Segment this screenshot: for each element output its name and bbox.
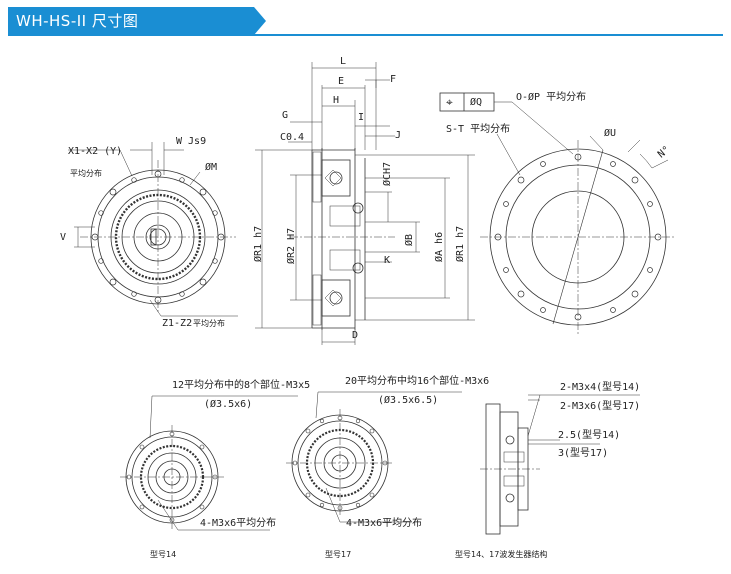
u-label: ØU [604, 128, 617, 139]
wave-generator-side-view [480, 394, 640, 535]
z-label: Z1-Z2 [162, 318, 193, 329]
side-note3: 2.5(型号14) [558, 430, 621, 441]
x1x2-note: 平均分布 [70, 169, 102, 178]
dim-d: D [352, 330, 359, 341]
x1x2-label: X1-X2 (Y) [68, 146, 123, 157]
model17-view [286, 391, 462, 523]
dim-r2: ØR2 H7 [286, 227, 297, 264]
st-label: S-T 平均分布 [446, 124, 511, 135]
dim-j: J [395, 130, 402, 141]
dim-l: L [340, 56, 347, 67]
right-r1-label: ØR1 h7 [455, 225, 466, 262]
m-label: ØM [205, 162, 218, 173]
side-note4: 3(型号17) [558, 448, 609, 459]
op-label: O-ØP 平均分布 [516, 92, 587, 103]
model14-caption: 型号14 [150, 550, 177, 559]
dim-i: I [358, 112, 365, 123]
dim-ch7: ØCH7 [382, 161, 393, 186]
section-view [255, 62, 475, 345]
dim-f: F [390, 74, 397, 85]
model17-note2: (Ø3.5x6.5) [378, 395, 439, 406]
w-label: W Js9 [176, 136, 207, 147]
page-title: WH-HS-II 尺寸图 [16, 12, 139, 30]
dim-b: ØB [404, 233, 415, 246]
dim-k: K [384, 255, 391, 266]
dim-c04: C0.4 [280, 132, 305, 143]
side-note2: 2-M3x6(型号17) [560, 401, 641, 412]
model14-note2: (Ø3.5x6) [204, 399, 253, 410]
tolerance-symbol: ⌖ [446, 95, 453, 109]
dim-h: H [333, 95, 340, 106]
model17-caption: 型号17 [325, 550, 352, 559]
dim-g: G [282, 110, 289, 121]
side-note1: 2-M3x4(型号14) [560, 382, 641, 393]
left-top-view [68, 142, 238, 317]
header-tab [8, 7, 266, 35]
dim-r1: ØR1 h7 [253, 225, 264, 262]
z-note: 平均分布 [193, 319, 225, 328]
side-caption: 型号14、17波发生器结构 [455, 550, 548, 559]
header-bar: WH-HS-II 尺寸图 [0, 0, 731, 40]
model17-note3: 4-M3x6平均分布 [346, 518, 423, 529]
dim-a: ØA h6 [434, 231, 445, 262]
header-underline [8, 34, 723, 36]
dim-e: E [338, 76, 345, 87]
model14-note3: 4-M3x6平均分布 [200, 518, 277, 529]
model14-view [120, 395, 298, 531]
model14-note1: 12平均分布中的8个部位-M3x5 [172, 380, 311, 391]
v-label: V [60, 232, 67, 243]
right-top-view [439, 92, 675, 335]
model17-note1: 20平均分布中均16个部位-M3x6 [345, 376, 490, 387]
tolerance-value: ØQ [470, 97, 483, 108]
